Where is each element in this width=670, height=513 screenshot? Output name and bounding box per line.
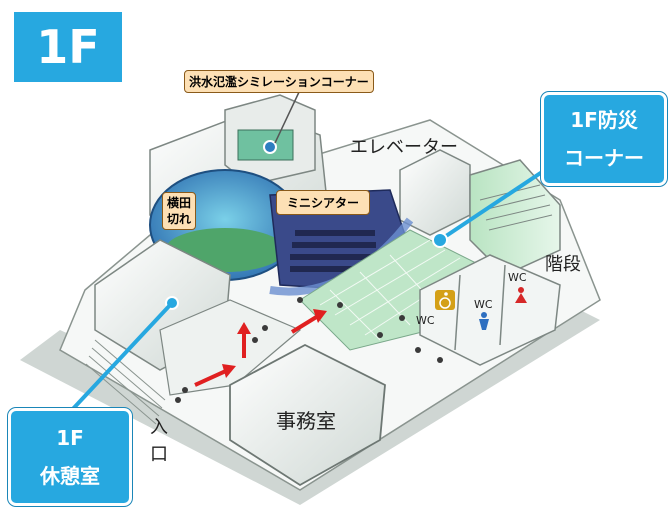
flood-sim-tag: 洪水氾濫シミレーションコーナー xyxy=(184,70,374,93)
wc-label-3: WC xyxy=(508,271,527,284)
female-icon xyxy=(515,287,527,303)
bousai-corner-line2: コーナー xyxy=(564,146,644,170)
yokota-line2: 切れ xyxy=(167,212,192,226)
entrance-corridor xyxy=(159,299,302,396)
stairs-label: 階段 xyxy=(545,254,581,275)
rest-room-line1: 1F xyxy=(56,426,84,450)
wc-divider-1 xyxy=(454,274,461,351)
entrance-label-1: 入 xyxy=(150,417,168,438)
rest-room-line2: 休憩室 xyxy=(40,464,100,488)
mini-theater-tag: ミニシアター xyxy=(276,190,371,215)
elevator-label: エレベーター xyxy=(350,137,458,158)
bousai-leader xyxy=(438,158,562,242)
floor-badge: 1F xyxy=(14,12,122,82)
wc-label-2: WC xyxy=(474,298,493,311)
entrance-label-2: 口 xyxy=(150,444,168,465)
office-label: 事務室 xyxy=(276,409,336,433)
wc-label-1: WC xyxy=(416,314,435,327)
arrow-icon xyxy=(194,309,327,387)
male-icon xyxy=(479,312,489,330)
wc-block xyxy=(419,254,561,366)
front-steps xyxy=(85,339,166,425)
flood-sim-marker xyxy=(263,140,277,154)
bousai-corner-callout: 1F防災 コーナー xyxy=(541,92,667,186)
stairs-block xyxy=(469,159,561,276)
visitors xyxy=(175,297,443,403)
rest-room-callout: 1F 休憩室 xyxy=(8,408,132,506)
theater-seats xyxy=(290,230,376,272)
flood-sim-leader xyxy=(274,89,301,144)
office-room xyxy=(229,343,386,487)
kyukei-leader xyxy=(68,301,174,414)
yokota-line1: 横田 xyxy=(167,196,192,210)
wheelchair-icon xyxy=(435,290,455,310)
yokota-tag: 横田 切れ xyxy=(162,192,197,230)
bousai-marker xyxy=(432,232,448,248)
wc-divider-2 xyxy=(499,264,506,346)
bousai-corner-line1: 1F防災 xyxy=(570,108,638,132)
